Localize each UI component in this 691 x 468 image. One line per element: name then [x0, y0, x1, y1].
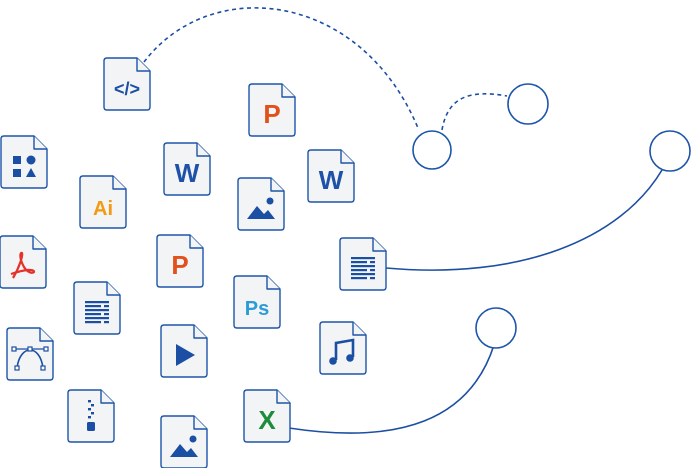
- avatar-woman[interactable]: [412, 130, 452, 176]
- connector-document-to-avatar: [385, 169, 663, 271]
- file-glyph-label: W: [175, 158, 200, 188]
- user-avatars: [412, 83, 691, 349]
- word-file-icon[interactable]: W: [307, 149, 355, 203]
- video-file-icon[interactable]: [160, 324, 208, 378]
- audio-file-icon[interactable]: [319, 321, 367, 375]
- file-glyph-label: </>: [114, 79, 140, 99]
- connector-lines: [143, 7, 663, 434]
- connector-excel-to-avatar: [288, 344, 495, 434]
- illustrator-file-icon[interactable]: Ai: [79, 175, 127, 229]
- avatar-man-smiling[interactable]: [649, 130, 691, 178]
- powerpoint-file-icon[interactable]: P: [156, 234, 204, 288]
- word-file-icon[interactable]: W: [163, 142, 211, 196]
- connector-avatar-to-avatar: [441, 93, 508, 131]
- image-file-icon[interactable]: [160, 415, 208, 468]
- image-file-icon[interactable]: [237, 177, 285, 231]
- avatar-man-bald[interactable]: [507, 83, 549, 131]
- connector-code-to-avatar: [143, 7, 419, 129]
- file-glyph-label: P: [263, 99, 280, 129]
- avatar-group-photo[interactable]: [475, 307, 517, 349]
- file-glyph-label: Ai: [93, 198, 113, 220]
- file-glyph-label: Ps: [245, 298, 269, 320]
- powerpoint-file-icon[interactable]: P: [248, 83, 296, 137]
- archive-file-icon[interactable]: [67, 389, 115, 443]
- excel-file-icon[interactable]: X: [243, 389, 291, 443]
- photoshop-file-icon[interactable]: Ps: [233, 275, 281, 329]
- shapes-file-icon[interactable]: [0, 135, 48, 189]
- file-glyph-label: P: [171, 250, 188, 280]
- text-document-file-icon[interactable]: [339, 237, 387, 291]
- code-file-icon[interactable]: </>: [103, 57, 151, 111]
- vector-file-icon[interactable]: [6, 327, 54, 381]
- pdf-file-icon[interactable]: [0, 235, 47, 289]
- file-glyph-label: W: [319, 165, 344, 195]
- text-document-file-icon[interactable]: [73, 281, 121, 335]
- file-glyph-label: X: [258, 405, 276, 435]
